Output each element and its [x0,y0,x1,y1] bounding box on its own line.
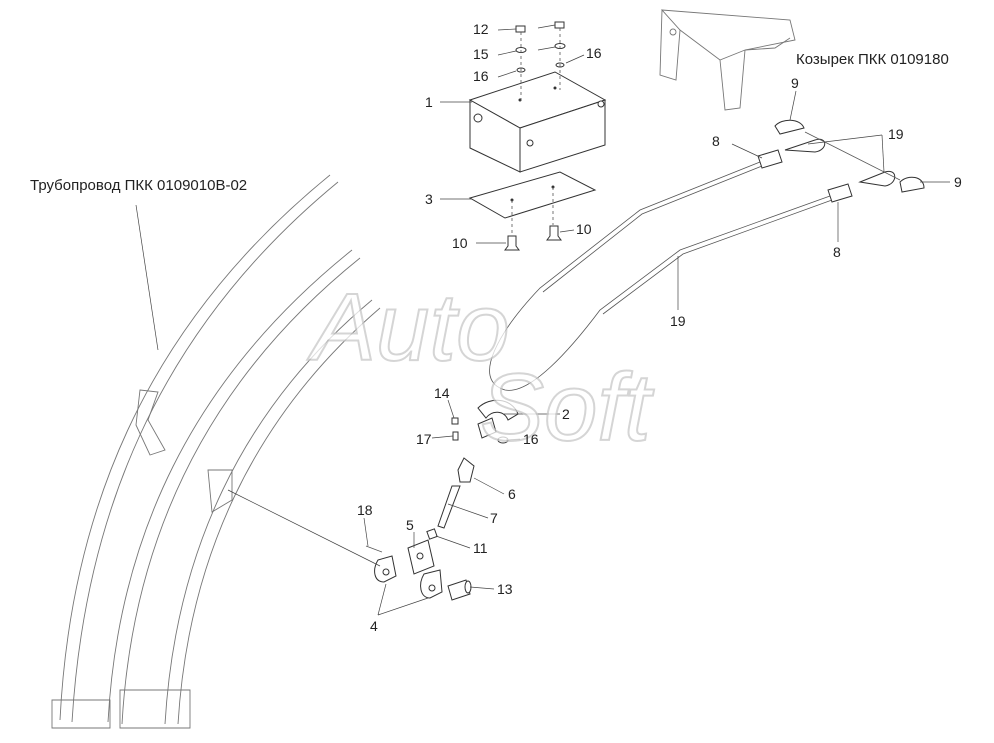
pin-part-13 [447,579,472,601]
thimbles-part-9-19 [774,119,925,193]
callout-18: 18 [357,502,373,518]
visor-drawing [659,9,796,111]
sleeve-part-11 [426,528,438,540]
screw-part-18 [365,545,383,553]
clamp-part-2 [477,399,519,439]
leader-lines [135,24,950,616]
visor-caption: Козырек ПКК 0109180 [796,51,949,68]
callout-16-top: 16 [473,68,489,84]
callout-1: 1 [425,94,433,110]
callout-12: 12 [473,21,489,37]
yoke-part-5 [407,539,435,575]
brackets-part-4 [374,555,443,599]
plate-part-3 [468,171,597,219]
watermark-text-auto: Auto [307,274,509,381]
callout-8-top: 8 [712,133,720,149]
callout-14: 14 [434,385,450,401]
callout-19-bottom: 19 [670,313,686,329]
callout-9-top: 9 [791,75,799,91]
callout-11: 11 [473,540,488,556]
rod-part-7 [437,485,461,529]
callout-5: 5 [406,517,414,533]
pipeline-caption: Трубопровод ПКК 0109010В-02 [30,177,247,194]
screws-part-10 [504,225,562,251]
callout-10-left: 10 [452,235,468,251]
cables-part-19 [489,161,833,391]
callout-16-right: 16 [586,45,602,61]
callout-8-bottom: 8 [833,244,841,260]
callout-6: 6 [508,486,516,502]
callout-9-right: 9 [954,174,962,190]
callout-10-right: 10 [576,221,592,237]
callout-4: 4 [370,618,378,634]
callout-19-top: 19 [888,126,904,142]
pins-part-14-17 [451,417,509,444]
callout-15: 15 [473,46,489,62]
fork-part-6 [457,457,475,483]
pipeline-frame [51,174,381,729]
callout-13: 13 [497,581,513,597]
bracket-box-part-1 [468,71,607,173]
bolts-and-washers [511,21,566,235]
callout-17: 17 [416,431,432,447]
callout-2: 2 [562,406,570,422]
callout-7: 7 [490,510,498,526]
callout-16-clamp: 16 [523,431,539,447]
watermark-text-soft: Soft [480,354,654,461]
tubes-part-8 [757,149,853,203]
callout-3: 3 [425,191,433,207]
